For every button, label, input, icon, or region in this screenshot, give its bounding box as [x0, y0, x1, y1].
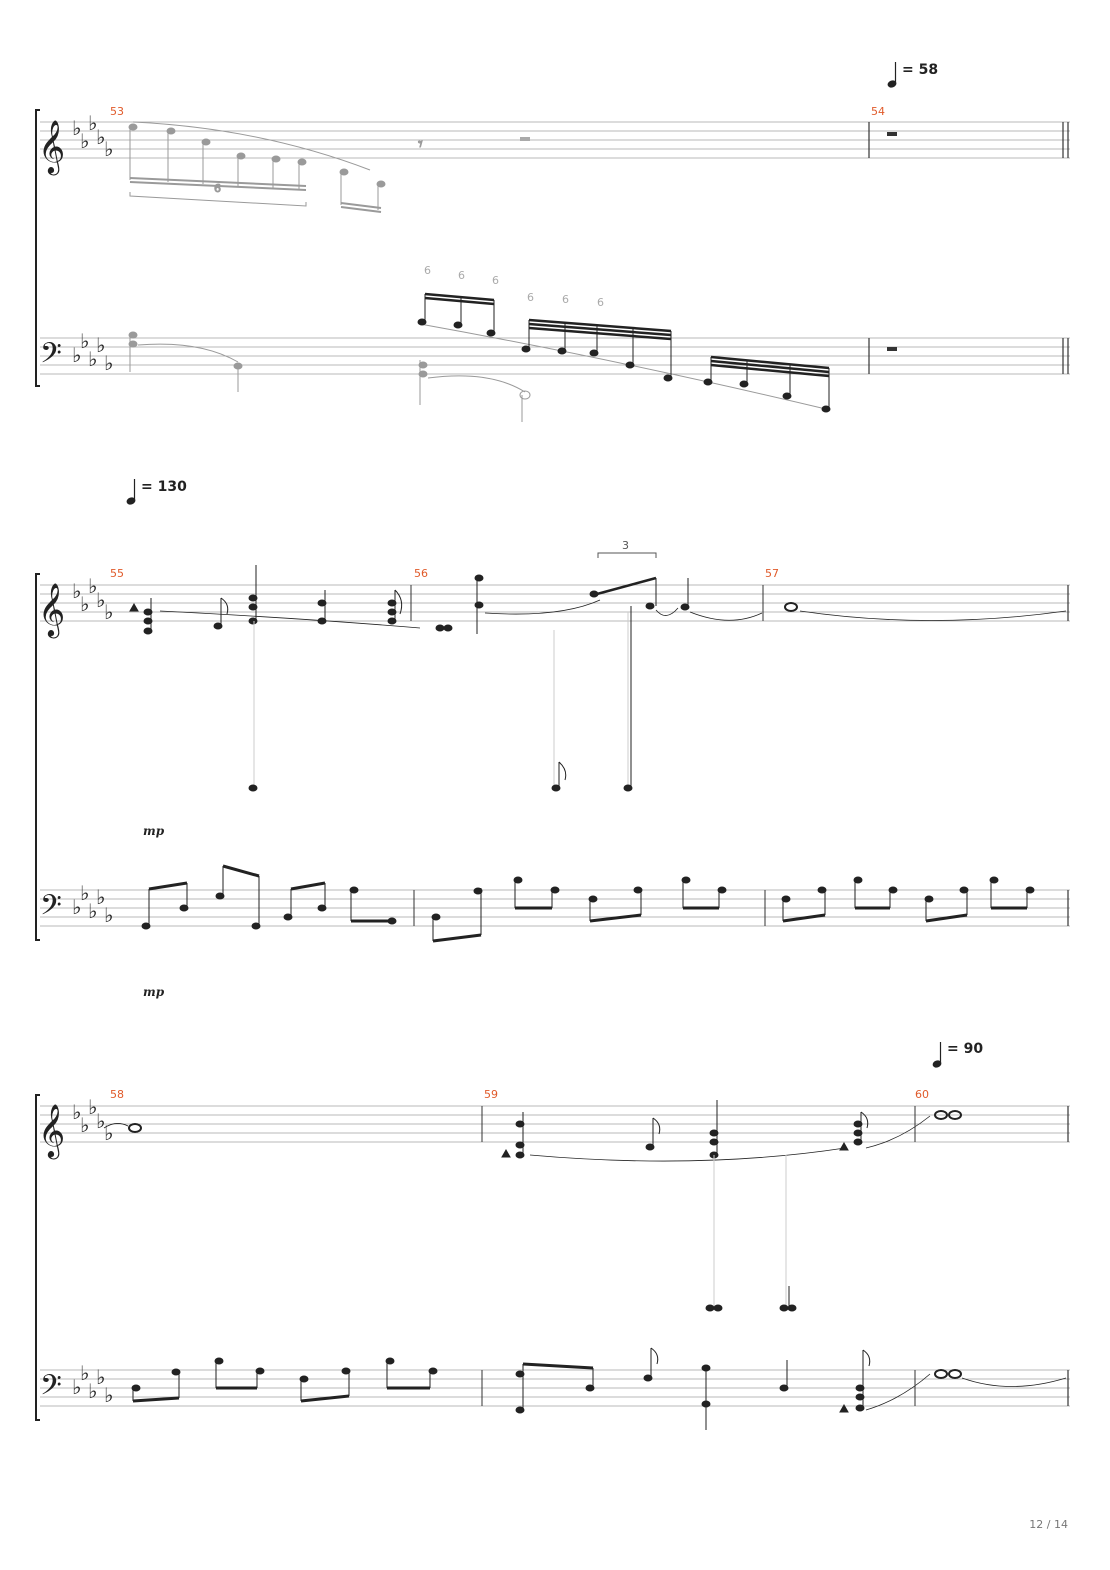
flat-icon: ♭: [88, 574, 97, 598]
flat-icon: ♭: [72, 343, 81, 367]
flat-icon: ♭: [96, 885, 105, 909]
flat-icon: ♭: [88, 347, 97, 371]
flat-icon: ♭: [72, 895, 81, 919]
tuplet-number: 6: [492, 274, 499, 287]
bass-staff: 𝄢 ♭ ♭ ♭ ♭ ♭: [40, 264, 1070, 422]
flat-icon: ♭: [104, 351, 113, 375]
flat-icon: ♭: [104, 137, 113, 161]
tuplet-number: 6: [458, 269, 465, 282]
flat-icon: ♭: [88, 1379, 97, 1403]
tempo-marking: = 90: [932, 1041, 983, 1068]
whole-rest: [887, 347, 897, 351]
flat-icon: ♭: [88, 1095, 97, 1119]
measure-number: 56: [414, 567, 428, 580]
tuplet-number: 6: [424, 264, 431, 277]
triplet-bracket: 3: [597, 539, 657, 558]
svg-text:𝄾: 𝄾: [418, 134, 423, 155]
flat-icon: ♭: [80, 329, 89, 353]
flat-icon: ♭: [80, 1113, 89, 1137]
system-3: = 90 58 59 60 𝄞 ♭ ♭ ♭ ♭ ♭: [35, 1041, 1070, 1430]
measure-number: 55: [110, 567, 124, 580]
system-brace: [35, 1094, 40, 1421]
system-brace: [35, 573, 40, 941]
flat-icon: ♭: [80, 881, 89, 905]
measure-number: 53: [110, 105, 124, 118]
flat-icon: ♭: [104, 903, 113, 927]
flat-icon: ♭: [80, 1361, 89, 1385]
whole-rest: [887, 132, 897, 136]
flat-icon: ♭: [104, 600, 113, 624]
treble-staff: 𝄞 ♭ ♭ ♭ ♭ ♭: [38, 539, 1070, 792]
treble-clef-icon: 𝄞: [38, 1103, 65, 1159]
tuplet-number: 3: [622, 539, 629, 552]
dynamic-marking: mp: [143, 985, 165, 999]
tempo-value: = 130: [141, 479, 187, 495]
measure-number: 57: [765, 567, 779, 580]
system-brace: [35, 109, 40, 387]
bass-staff: 𝄢 ♭ ♭ ♭ ♭ ♭: [40, 1347, 1070, 1430]
flat-icon: ♭: [96, 588, 105, 612]
bass-clef-icon: 𝄢: [40, 1369, 62, 1409]
bass-clef-icon: 𝄢: [40, 889, 62, 929]
ghost-note-run: 6 𝄾: [128, 121, 530, 213]
flat-icon: ♭: [88, 899, 97, 923]
treble-clef-icon: 𝄞: [38, 119, 65, 175]
measure-number: 60: [915, 1088, 929, 1101]
measure-number: 58: [110, 1088, 124, 1101]
sextuplet-run: 6 6 6 6 6 6: [417, 264, 831, 413]
tuplet-number: 6: [527, 291, 534, 304]
flat-icon: ♭: [80, 592, 89, 616]
measure-number: 59: [484, 1088, 498, 1101]
treble-staff: 𝄞 ♭ ♭ ♭ ♭ ♭ 6: [38, 111, 1070, 213]
tempo-marking: = 58: [887, 62, 938, 88]
treble-clef-icon: 𝄞: [38, 582, 65, 638]
eighth-note-pairs: [131, 1347, 1067, 1430]
flat-icon: ♭: [96, 333, 105, 357]
tempo-value: = 90: [947, 1041, 983, 1057]
flat-icon: ♭: [96, 1365, 105, 1389]
flat-icon: ♭: [88, 111, 97, 135]
flat-icon: ♭: [80, 129, 89, 153]
flat-icon: ♭: [72, 579, 81, 603]
eighth-note-pairs: [141, 864, 1035, 943]
measure-number: 54: [871, 105, 885, 118]
flat-icon: ♭: [72, 116, 81, 140]
tuplet-number: 6: [562, 293, 569, 306]
chord-notes: [103, 1100, 962, 1312]
bass-clef-icon: 𝄢: [40, 337, 62, 377]
tempo-value: = 58: [902, 62, 938, 78]
dynamic-marking: mp: [143, 824, 165, 838]
tempo-marking: = 130: [126, 479, 187, 505]
treble-staff: 𝄞 ♭ ♭ ♭ ♭ ♭: [38, 1095, 1070, 1312]
system-1: = 58 53 54 𝄞 ♭ ♭ ♭ ♭ ♭: [35, 62, 1070, 422]
ghost-chords: [128, 323, 831, 422]
bass-staff: 𝄢 ♭ ♭ ♭ ♭ ♭: [40, 864, 1070, 943]
flat-icon: ♭: [96, 125, 105, 149]
flat-icon: ♭: [72, 1375, 81, 1399]
tuplet-number: 6: [597, 296, 604, 309]
page-number: 12 / 14: [1029, 1518, 1068, 1531]
flat-icon: ♭: [96, 1109, 105, 1133]
system-2: = 130 55 56 57 𝄞 ♭ ♭ ♭ ♭ ♭: [35, 479, 1070, 999]
flat-icon: ♭: [72, 1100, 81, 1124]
flat-icon: ♭: [104, 1383, 113, 1407]
chord-notes: [129, 565, 1067, 792]
tuplet-number: 6: [214, 182, 221, 195]
flat-icon: ♭: [104, 1121, 113, 1145]
